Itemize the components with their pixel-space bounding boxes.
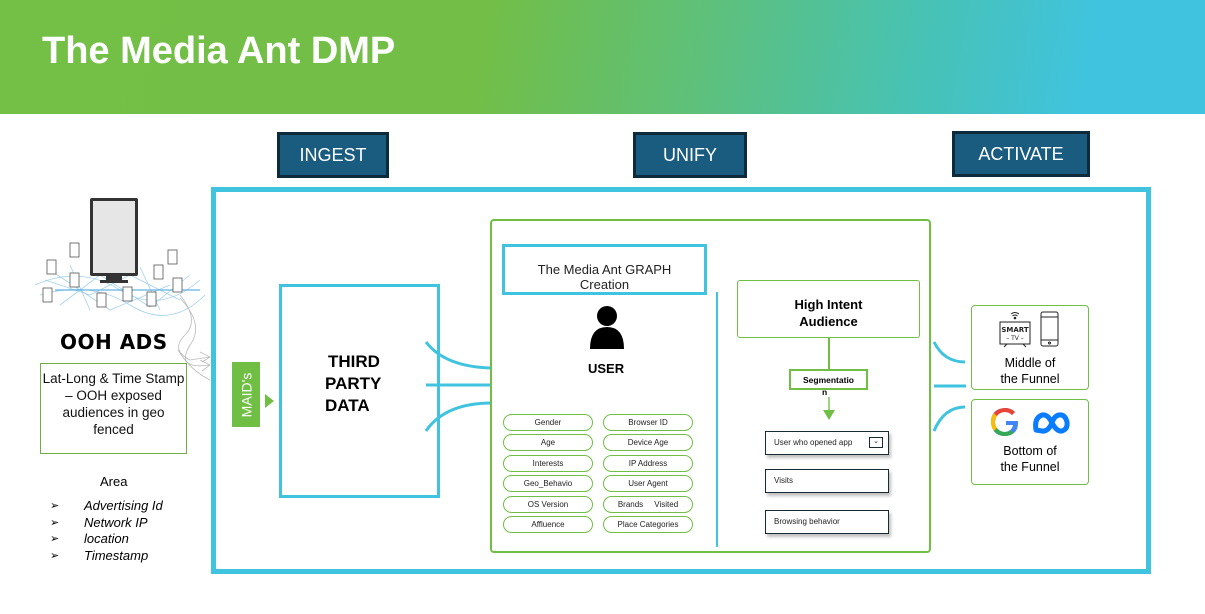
billboard-screen-icon [90, 198, 138, 283]
connector-line [828, 338, 830, 369]
attribute-pill: Age [503, 434, 593, 451]
page-title: The Media Ant DMP [42, 30, 396, 72]
activate-connectors [932, 341, 966, 432]
ooh-bullet-list: ➢Advertising Id ➢Network IP ➢location ➢T… [50, 498, 163, 564]
middle-funnel-box: SMART – TV – Middle of the Funnel [971, 305, 1089, 390]
svg-text:– TV –: – TV – [1006, 335, 1024, 342]
phone-icons [42, 242, 183, 308]
middle-funnel-label: Middle of the Funnel [1000, 356, 1060, 386]
ooh-illustration [34, 198, 206, 316]
bottom-funnel-label: Bottom of the Funnel [1000, 444, 1060, 474]
segmentation-box: Segmentatio [789, 369, 868, 390]
attribute-pill: Gender [503, 414, 593, 431]
bullet-item: ➢Advertising Id [50, 498, 163, 513]
attribute-pill: Browser ID [603, 414, 693, 431]
bullet-item: ➢Network IP [50, 514, 148, 530]
down-arrow-icon [823, 410, 835, 420]
attribute-pill: IP Address [603, 455, 693, 472]
unify-box [490, 219, 931, 553]
ooh-description: Lat-Long & Time Stamp – OOH exposed audi… [40, 363, 187, 454]
segmentation-label-wrap: n [822, 387, 828, 397]
attribute-pill: Affluence [503, 516, 593, 533]
third-party-data-label: THIRD PARTY DATA [325, 352, 382, 415]
bullet-item: ➢Timestamp [50, 547, 149, 563]
ooh-ads-title: OOH ADS [60, 330, 168, 354]
chevron-down-icon[interactable]: ⌄ [869, 437, 883, 448]
connector-line [828, 397, 830, 412]
ooh-flow-arrows [177, 294, 211, 381]
meta-logo-icon [1033, 412, 1070, 434]
bottom-funnel-box: Bottom of the Funnel [971, 399, 1089, 485]
arrow-bullet-icon: ➢ [50, 516, 60, 529]
attribute-pill: Place Categories [603, 516, 693, 533]
header-banner [0, 0, 1205, 114]
attribute-pill: Device Age [603, 434, 693, 451]
segment-option[interactable]: Visits [765, 469, 889, 493]
stage-ingest: INGEST [277, 132, 389, 178]
high-intent-audience-box: High Intent Audience [737, 280, 920, 338]
bullet-item: ➢location [50, 531, 129, 546]
arrow-bullet-icon: ➢ [50, 533, 60, 545]
stage-unify: UNIFY [633, 132, 747, 178]
arrow-bullet-icon: ➢ [50, 549, 60, 562]
graph-creation-box: The Media Ant GRAPH Creation [502, 244, 707, 295]
maids-tag: MAID's [232, 362, 260, 427]
user-icon [590, 306, 624, 349]
smart-tv-and-phone-icon: SMART – TV – [999, 311, 1059, 348]
attribute-pill: Brands Visited [603, 496, 693, 513]
segment-option-dropdown[interactable]: User who opened app ⌄ [765, 431, 889, 455]
unify-divider [716, 292, 718, 547]
dmp-container [211, 187, 1151, 574]
ingest-connectors [424, 341, 493, 432]
attribute-pill: OS Version [503, 496, 593, 513]
arrow-bullet-icon: ➢ [50, 500, 60, 512]
third-party-data-box [279, 284, 440, 498]
attribute-pill: Interests [503, 455, 593, 472]
svg-text:SMART: SMART [1001, 326, 1029, 334]
user-label: USER [588, 361, 625, 376]
google-logo-icon [991, 408, 1018, 436]
area-label: Area [100, 474, 128, 489]
attribute-pill: User Agent [603, 475, 693, 492]
play-arrow-icon [265, 394, 274, 408]
stage-activate: ACTIVATE [952, 131, 1090, 177]
segment-option[interactable]: Browsing behavior [765, 510, 889, 534]
attribute-pill: Geo_Behavio [503, 475, 593, 492]
